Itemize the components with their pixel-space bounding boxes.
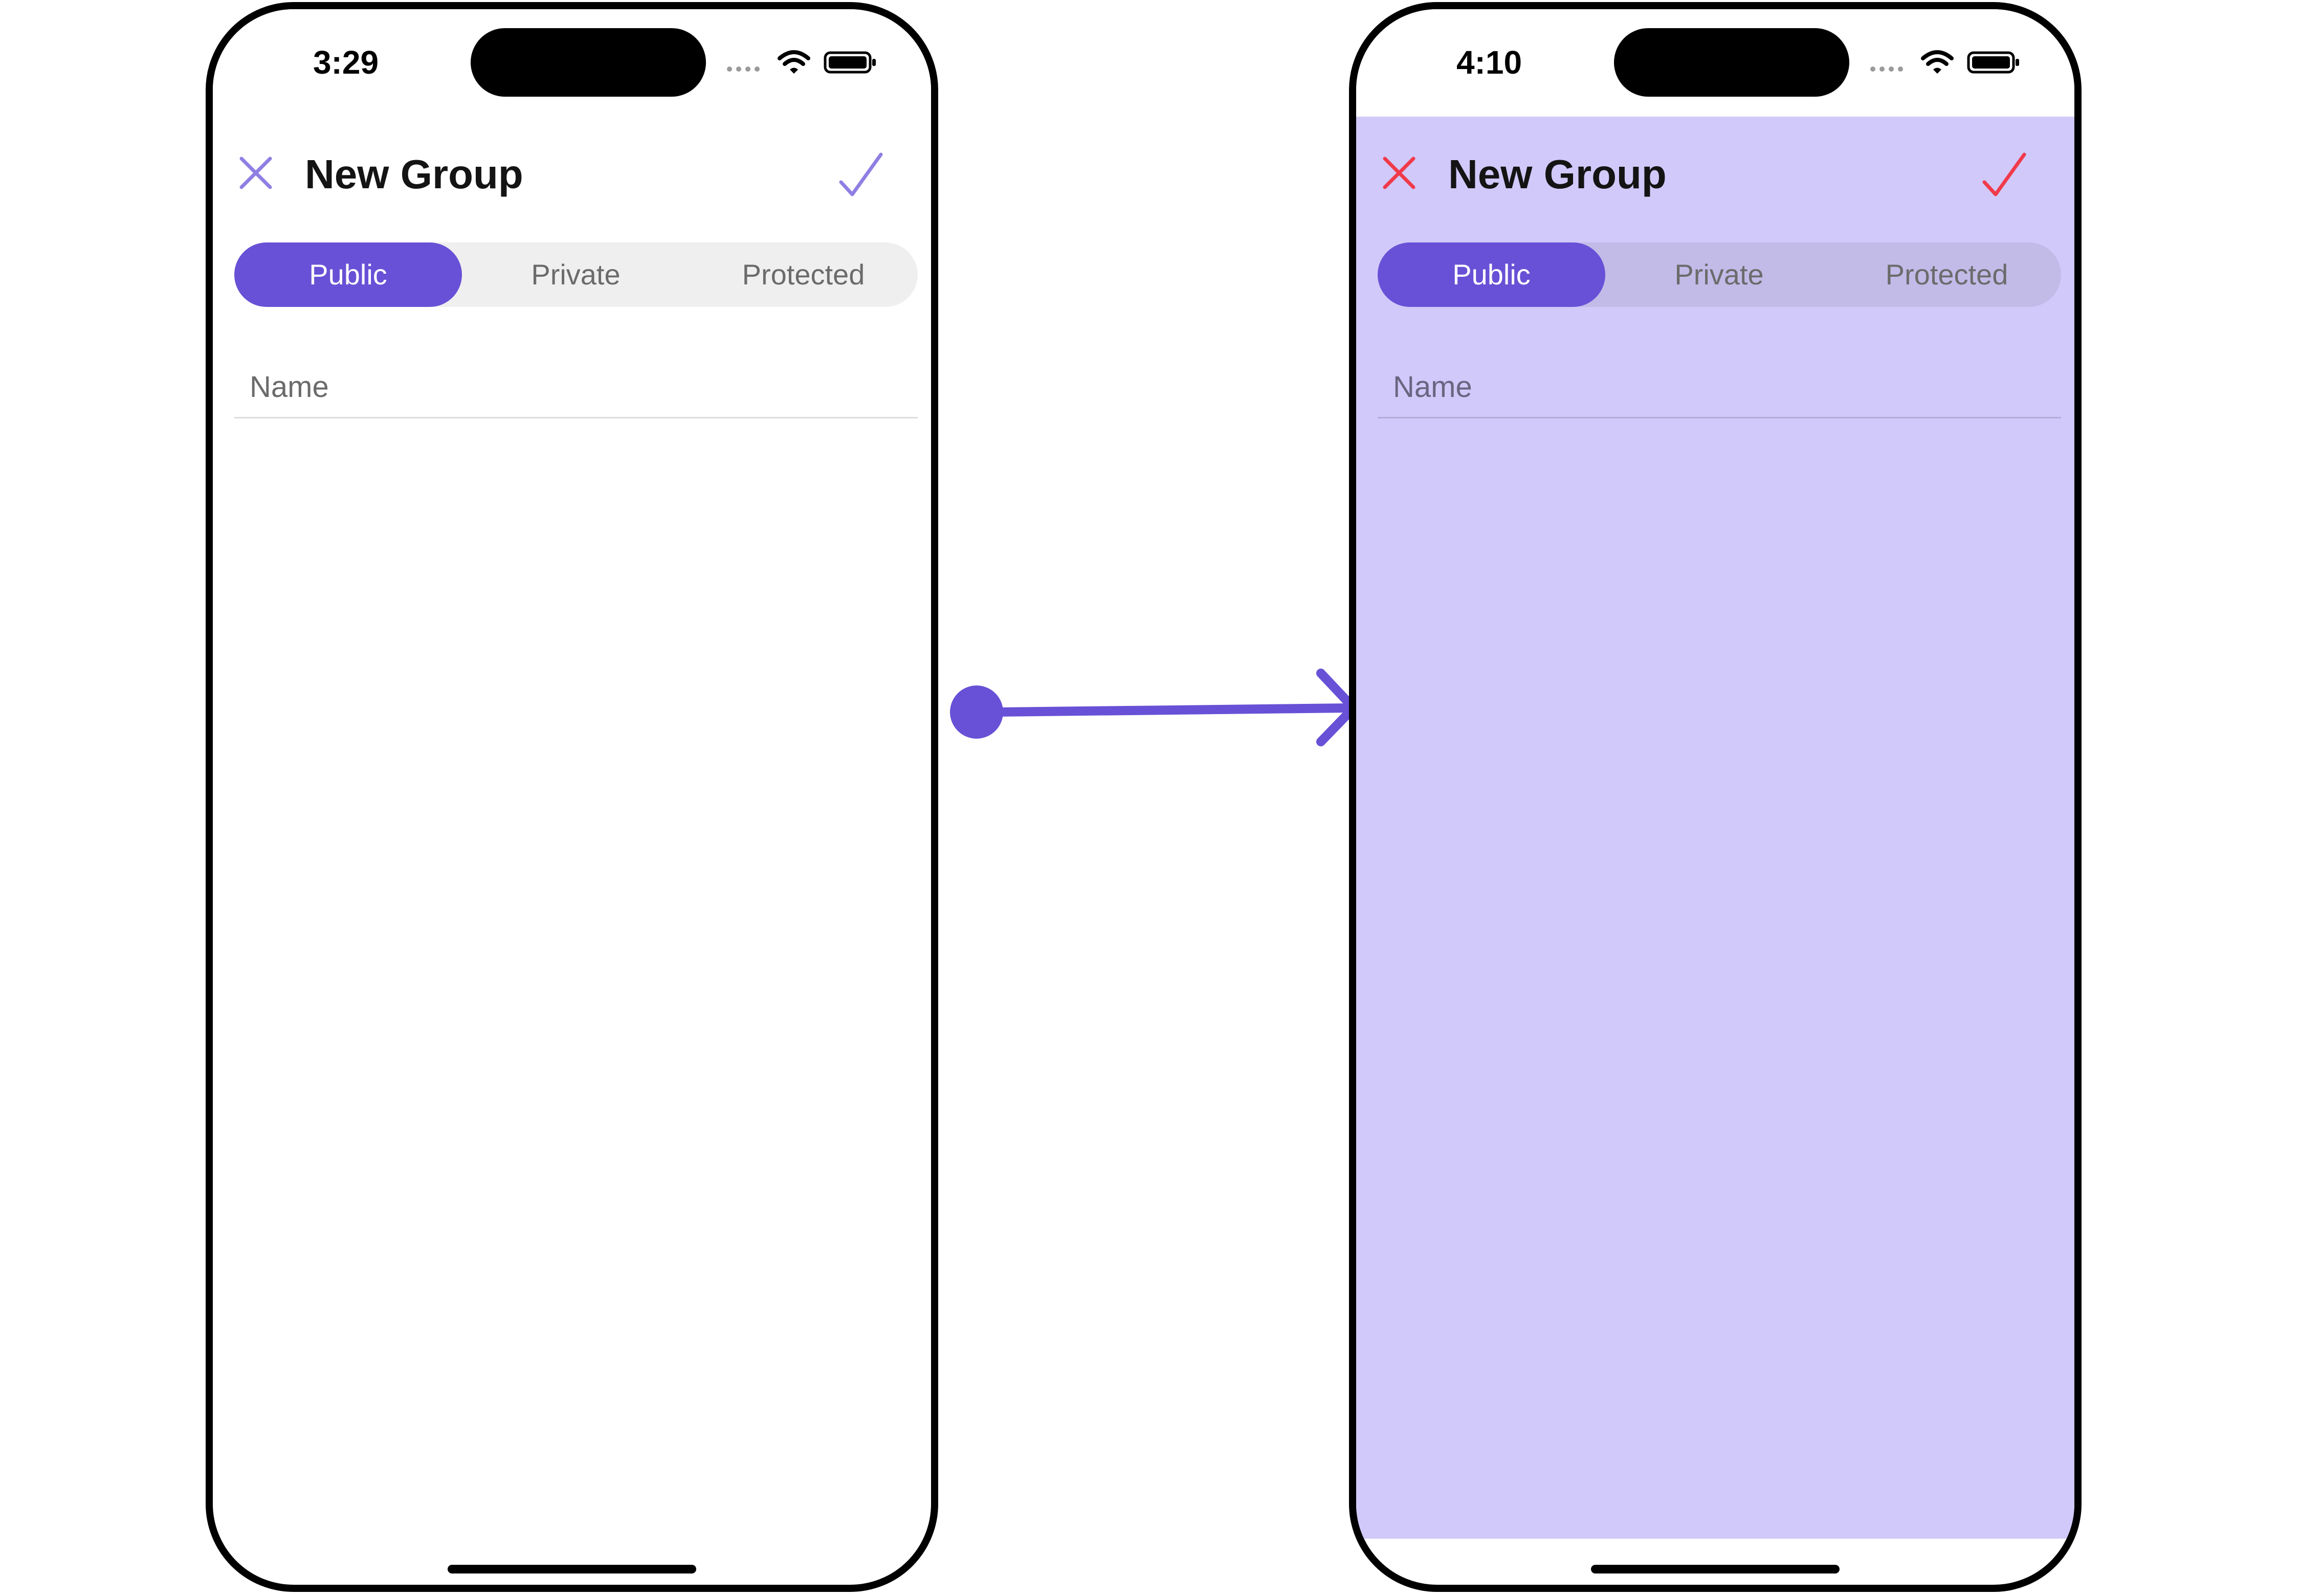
- signal-icon: [1870, 66, 1903, 72]
- create-group-screen: New Group Public Private Protected: [213, 117, 931, 1539]
- status-icons: [1870, 46, 2023, 77]
- battery-icon: [1967, 51, 2019, 74]
- tab-public[interactable]: Public: [234, 242, 462, 307]
- status-icons: [726, 46, 880, 77]
- header: New Group: [213, 142, 931, 204]
- header: New Group: [1356, 142, 2074, 204]
- name-input[interactable]: [1378, 357, 2061, 418]
- tab-protected[interactable]: Protected: [742, 258, 865, 291]
- battery-icon: [824, 51, 876, 74]
- transition-connector: [950, 669, 1358, 746]
- status-time: 4:10: [1456, 44, 1522, 81]
- tab-private[interactable]: Private: [531, 258, 621, 291]
- home-indicator[interactable]: [1591, 1565, 1840, 1573]
- create-group-screen-styled: New Group Public Private Protected: [1356, 117, 2074, 1539]
- name-input[interactable]: [234, 357, 918, 418]
- check-icon[interactable]: [836, 150, 885, 199]
- group-type-tabs: Public Private Protected: [1378, 242, 2061, 307]
- dot-icon: [950, 685, 1003, 739]
- close-icon[interactable]: [237, 154, 274, 191]
- page-title: New Group: [305, 151, 523, 197]
- status-bar: 4:10: [1356, 9, 2074, 117]
- status-bar: 3:29: [213, 9, 931, 117]
- tab-private[interactable]: Private: [1674, 258, 1764, 291]
- tab-public[interactable]: Public: [1378, 242, 1605, 307]
- check-icon[interactable]: [1979, 150, 2028, 199]
- dynamic-island: [1614, 28, 1849, 97]
- close-icon[interactable]: [1381, 154, 1418, 191]
- status-time: 3:29: [313, 44, 379, 81]
- phone-before: 3:29 New Group: [206, 2, 938, 1592]
- tab-protected[interactable]: Protected: [1885, 258, 2008, 291]
- wifi-icon: [1921, 50, 1954, 74]
- dynamic-island: [471, 28, 706, 97]
- home-indicator[interactable]: [448, 1565, 696, 1573]
- signal-icon: [727, 66, 760, 72]
- wifi-icon: [778, 50, 810, 74]
- arrow-line: [993, 703, 1353, 717]
- phone-after: 4:10 New Group: [1349, 2, 2082, 1592]
- group-type-tabs: Public Private Protected: [234, 242, 918, 307]
- page-title: New Group: [1448, 151, 1667, 197]
